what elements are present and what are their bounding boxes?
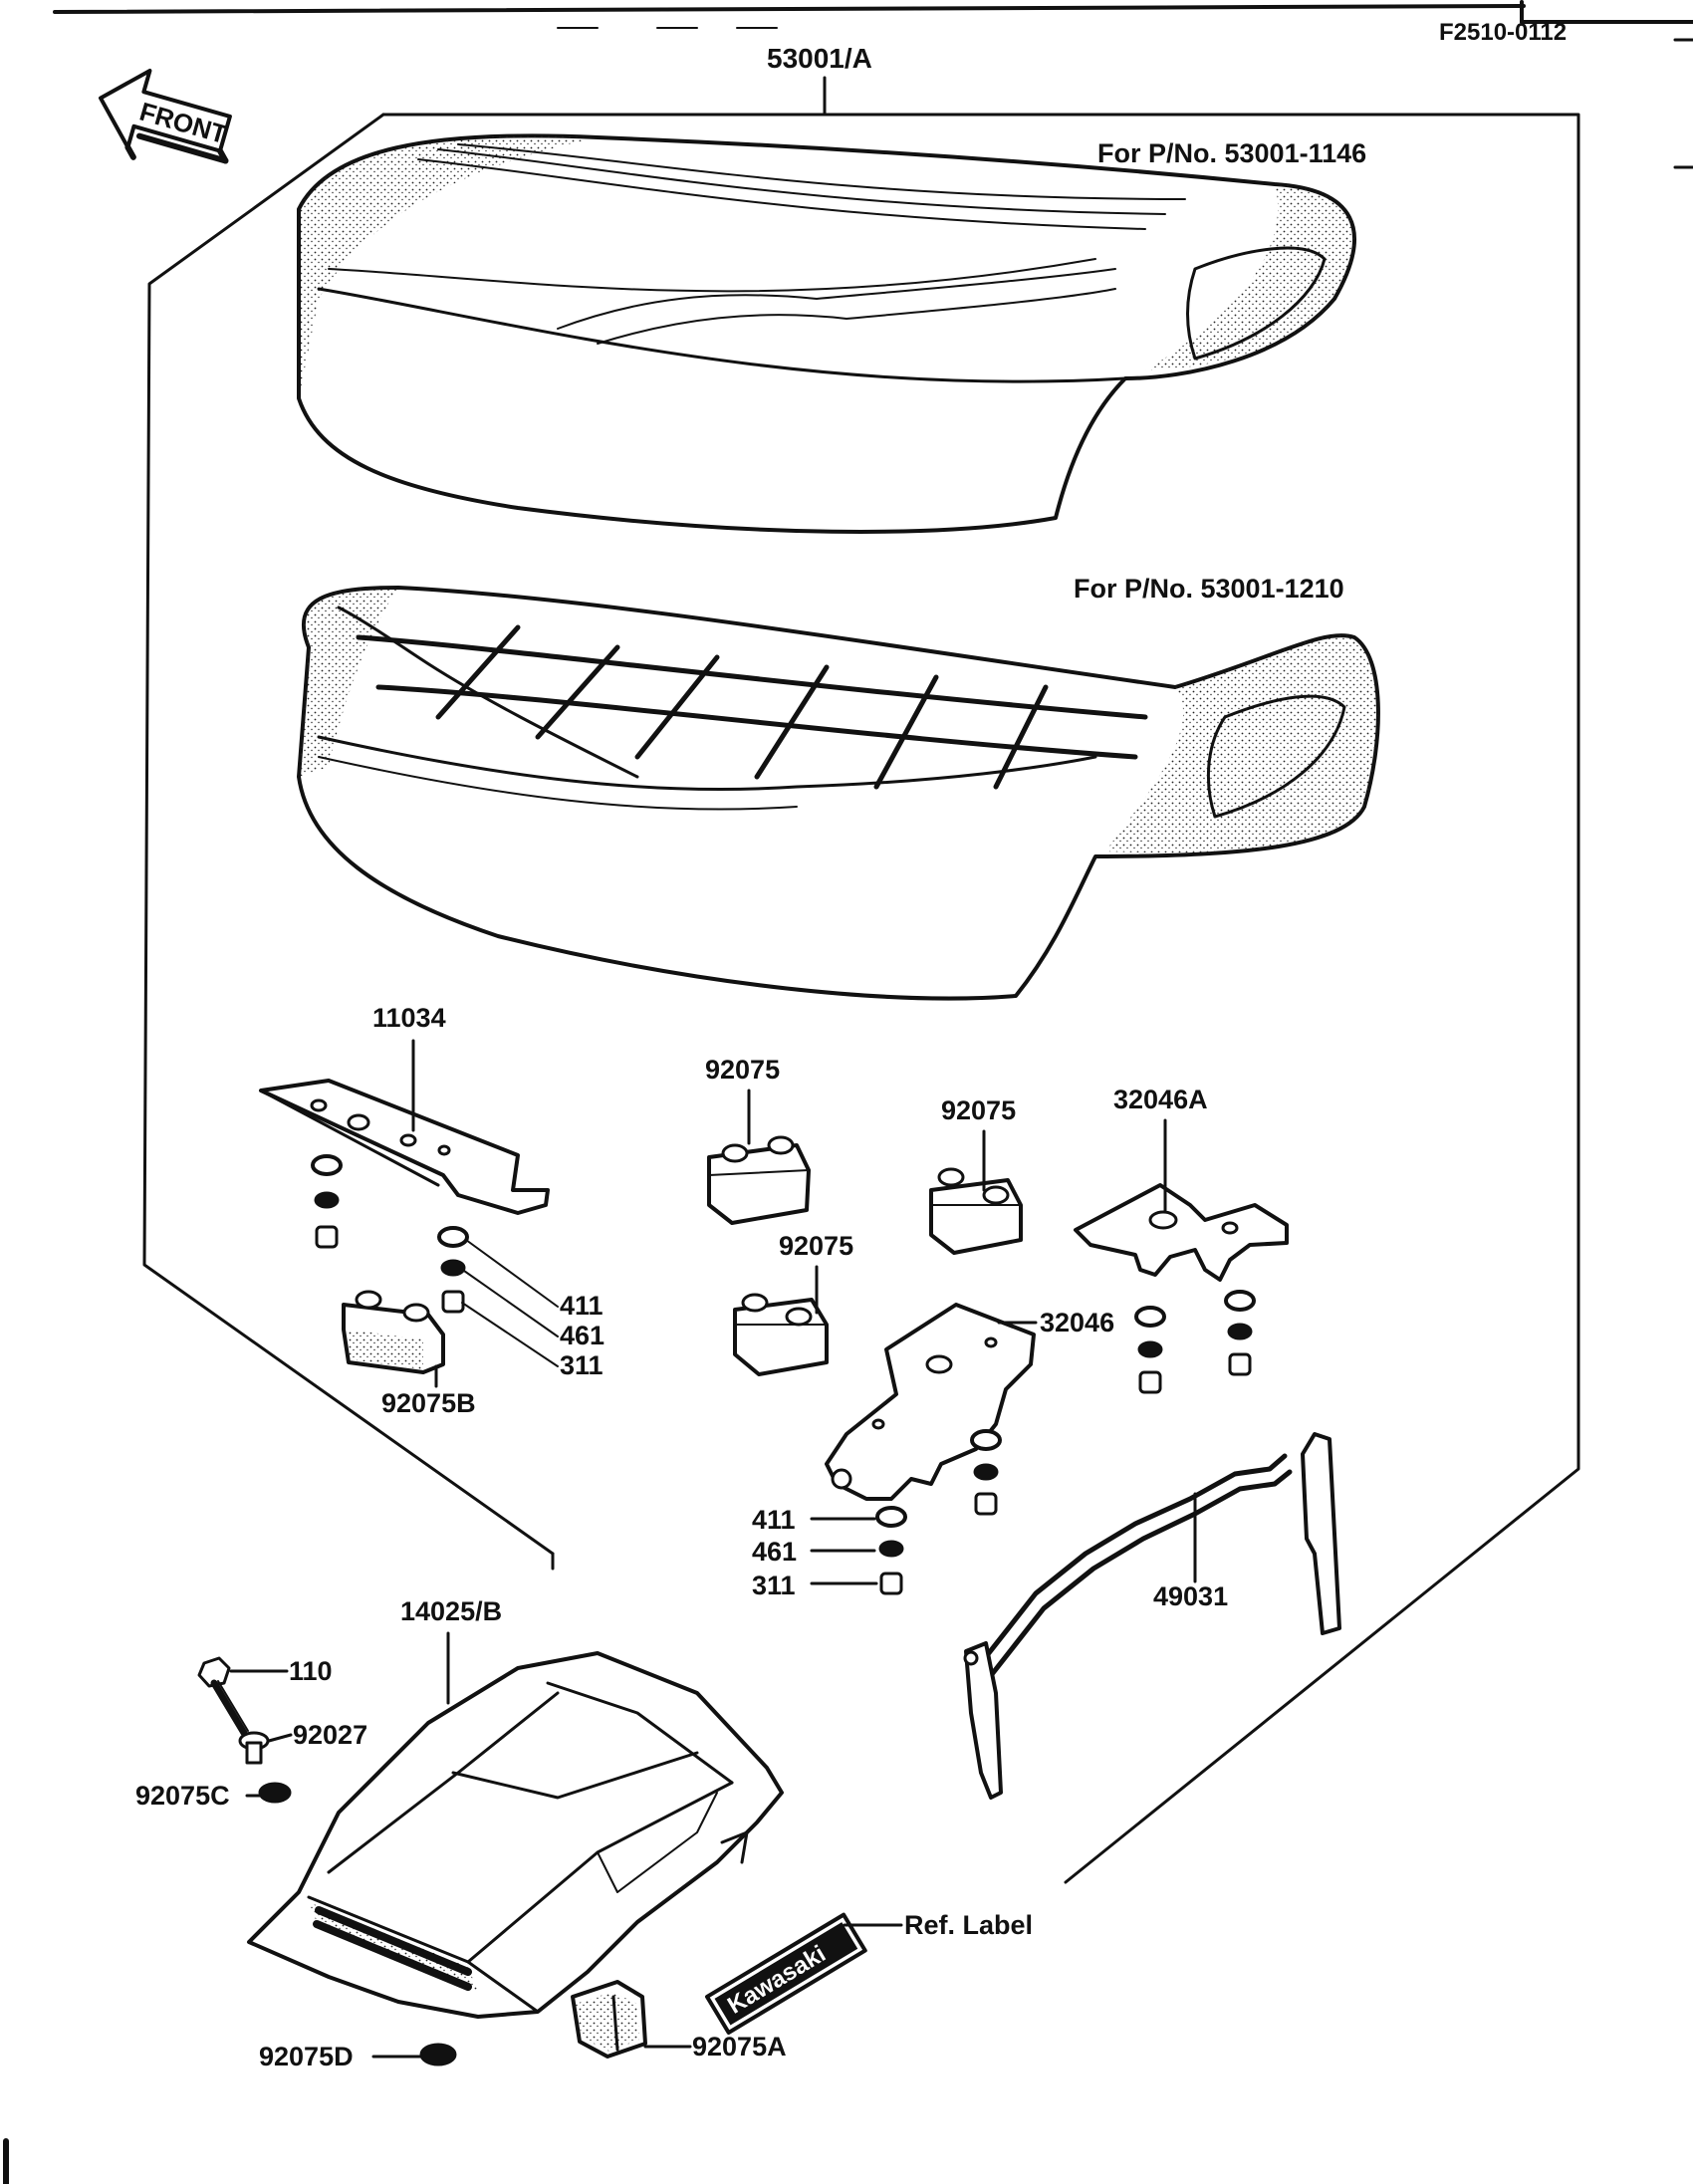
callout-461-a: 461 xyxy=(560,1321,605,1350)
seat-53001-1210 xyxy=(297,586,1380,1001)
callout-92075-c: 92075 xyxy=(779,1231,853,1261)
callout-14025B: 14025/B xyxy=(400,1596,502,1626)
seat-53001-1146 xyxy=(297,133,1356,534)
callout-11034: 11034 xyxy=(372,1003,446,1033)
bracket-11034 xyxy=(259,1079,550,1215)
rubber-92075-a xyxy=(707,1135,811,1225)
callout-32046A: 32046A xyxy=(1113,1085,1208,1114)
fastener-stack-11034 xyxy=(437,1226,469,1314)
callout-49031: 49031 xyxy=(1153,1581,1228,1611)
callout-32046: 32046 xyxy=(1040,1308,1114,1337)
callout-411-a: 411 xyxy=(560,1291,604,1321)
fastener-stack-left xyxy=(311,1154,343,1249)
callout-92075D: 92075D xyxy=(259,2042,354,2071)
bracket-32046 xyxy=(825,1303,1036,1501)
callout-92075B: 92075B xyxy=(381,1388,476,1418)
damper-92075D xyxy=(419,2043,457,2066)
callout-92075-a: 92075 xyxy=(705,1055,780,1085)
callout-461-b: 461 xyxy=(752,1537,797,1567)
collar-92027 xyxy=(238,1731,270,1765)
bolt-110 xyxy=(197,1656,249,1737)
assembly-number: 53001/A xyxy=(767,43,872,74)
tail-cover-14025B xyxy=(247,1651,784,2019)
damper-92075A xyxy=(571,1980,647,2059)
page-border xyxy=(3,0,1693,2184)
callout-92027: 92027 xyxy=(293,1720,367,1750)
rubber-92075-b xyxy=(929,1167,1023,1255)
bracket-32046A xyxy=(1074,1183,1289,1282)
kawasaki-label: Kawasaki xyxy=(705,1912,867,2036)
seat-bar-49031 xyxy=(963,1432,1341,1800)
callout-92075C: 92075C xyxy=(135,1781,230,1811)
callout-110: 110 xyxy=(289,1656,333,1686)
front-arrow-icon: FRONT xyxy=(98,69,232,164)
variant-lower-label: For P/No. 53001-1210 xyxy=(1074,574,1344,604)
assembly-boundary xyxy=(381,113,1580,1884)
rubber-92075-c xyxy=(733,1293,829,1376)
callout-411-b: 411 xyxy=(752,1505,796,1535)
callout-92075-b: 92075 xyxy=(941,1095,1016,1125)
callout-311-b: 311 xyxy=(752,1571,796,1600)
callout-ref-label: Ref. Label xyxy=(904,1910,1033,1940)
variant-upper-label: For P/No. 53001-1146 xyxy=(1097,138,1366,168)
fastener-stack-32046A-right xyxy=(1224,1290,1256,1376)
damper-92075B xyxy=(342,1290,445,1374)
callout-92075A: 92075A xyxy=(692,2032,787,2062)
fastener-stack-lower xyxy=(875,1506,907,1595)
callout-311-a: 311 xyxy=(560,1350,604,1380)
diagram-code: F2510-0112 xyxy=(1439,19,1567,46)
fastener-stack-32046 xyxy=(970,1429,1002,1516)
damper-92075C xyxy=(258,1782,292,1804)
fastener-stack-32046A-left xyxy=(1134,1306,1166,1394)
